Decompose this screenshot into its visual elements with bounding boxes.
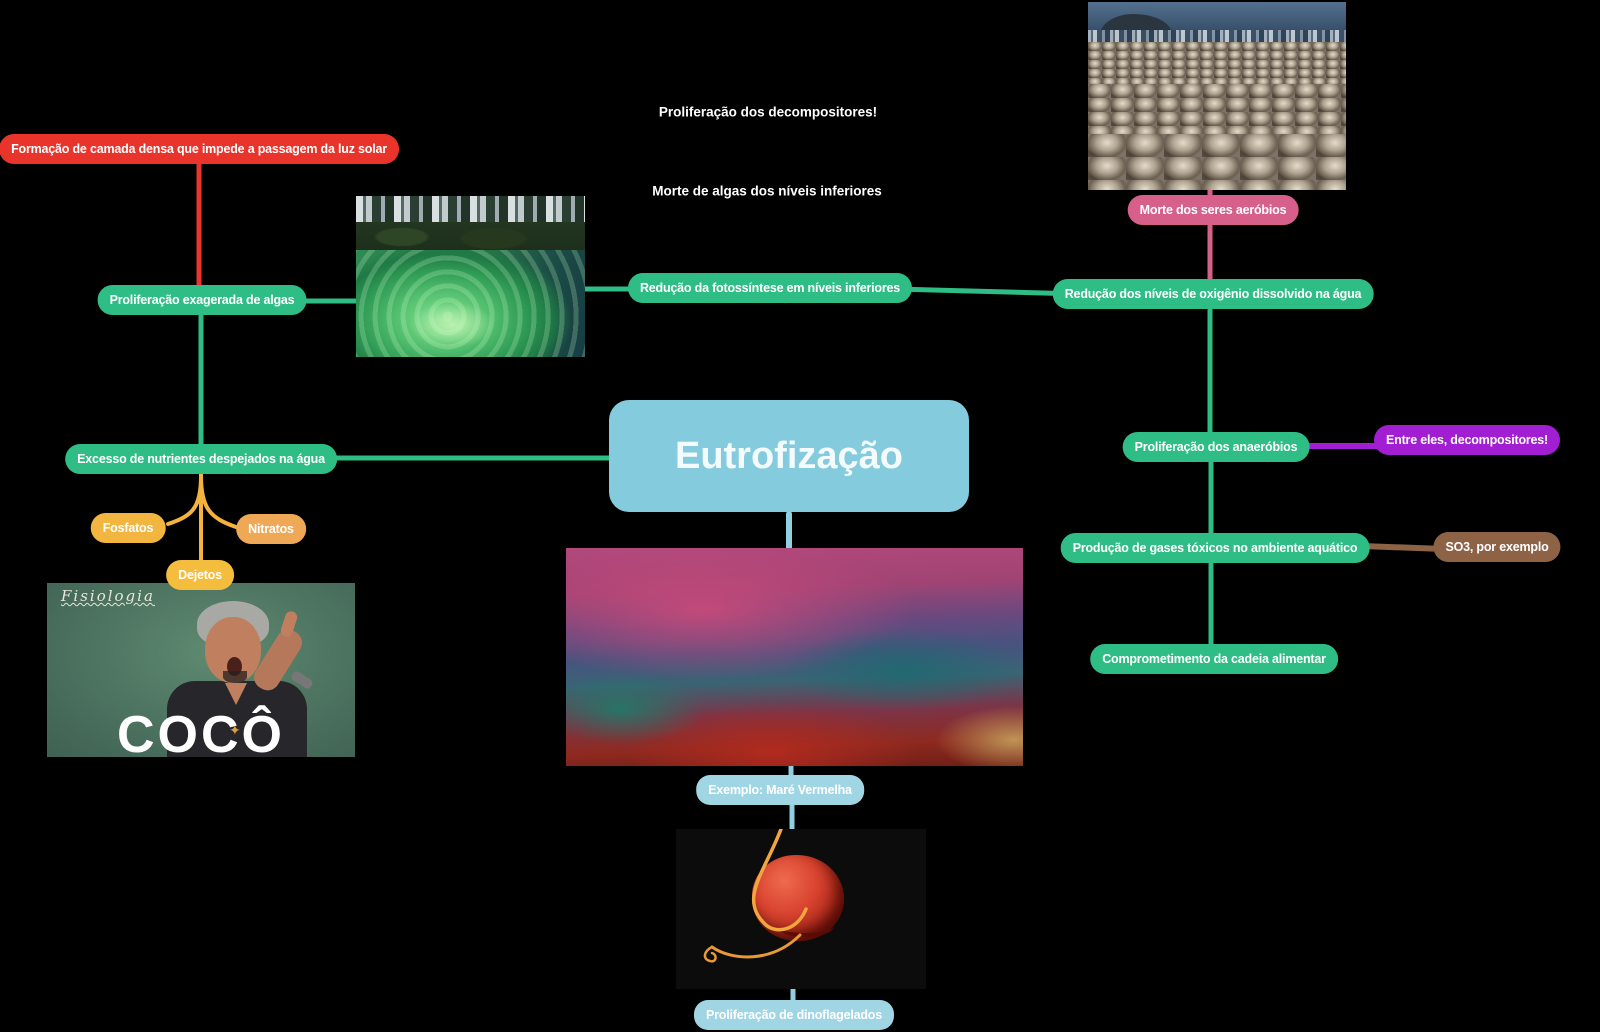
fly-icon: ✦	[229, 722, 241, 738]
node-proliferacao-exagerada-algas[interactable]: Proliferação exagerada de algas	[97, 285, 307, 315]
node-fosfatos[interactable]: Fosfatos	[90, 513, 166, 543]
text-proliferacao-decompositores[interactable]: Proliferação dos decompositores!	[658, 104, 878, 120]
node-formacao-camada-densa[interactable]: Formação de camada densa que impede a pa…	[0, 134, 399, 164]
node-proliferacao-dinoflagelados[interactable]: Proliferação de dinoflagelados	[694, 1000, 894, 1030]
node-exemplo-mare-vermelha[interactable]: Exemplo: Maré Vermelha	[696, 775, 864, 805]
algae-photo-green-swirl	[356, 250, 585, 357]
node-nitratos[interactable]: Nitratos	[236, 514, 306, 544]
node-producao-gases-toxicos[interactable]: Produção de gases tóxicos no ambiente aq…	[1060, 533, 1370, 563]
node-so3-exemplo[interactable]: SO3, por exemplo	[1433, 532, 1561, 562]
node-eutrofizacao[interactable]: Eutrofização	[609, 400, 969, 512]
fish-photo-fish-mass	[1088, 42, 1346, 84]
node-reducao-fotossintese[interactable]: Redução da fotossíntese em níveis inferi…	[627, 273, 913, 303]
fish-photo-fish-mass	[1088, 84, 1346, 134]
algae-photo-trees	[356, 222, 585, 252]
red-tide-photo[interactable]	[566, 548, 1023, 766]
coco-caption: COCÔ	[117, 706, 285, 757]
dinoflagellate-photo[interactable]	[676, 829, 926, 989]
node-morte-seres-aerobios[interactable]: Morte dos seres aeróbios	[1127, 195, 1299, 225]
node-comprometimento-cadeia[interactable]: Comprometimento da cadeia alimentar	[1090, 644, 1338, 674]
dinoflagellate-groove	[776, 915, 834, 937]
fish-photo-city-skyline	[1088, 30, 1346, 44]
dinoflagellate-flagella	[703, 829, 808, 963]
algae-bloom-photo[interactable]	[356, 196, 585, 357]
coco-meme-photo[interactable]: Fisiologia COCÔ ✦	[47, 583, 355, 757]
node-excesso-nutrientes[interactable]: Excesso de nutrientes despejados na água	[65, 444, 337, 474]
node-dejetos[interactable]: Dejetos	[166, 560, 234, 590]
node-proliferacao-anaerobios[interactable]: Proliferação dos anaeróbios	[1122, 432, 1310, 462]
node-reducao-oxigenio[interactable]: Redução dos níveis de oxigênio dissolvid…	[1052, 279, 1374, 309]
node-entre-eles-decompositores[interactable]: Entre eles, decompositores!	[1373, 425, 1561, 455]
man-beard	[223, 671, 247, 683]
fish-photo-fish-mass	[1088, 134, 1346, 190]
chalkboard-handwriting: Fisiologia	[61, 587, 155, 605]
dead-fish-photo[interactable]	[1088, 2, 1346, 190]
text-morte-algas-niveis-inferiores[interactable]: Morte de algas dos níveis inferiores	[652, 183, 882, 199]
